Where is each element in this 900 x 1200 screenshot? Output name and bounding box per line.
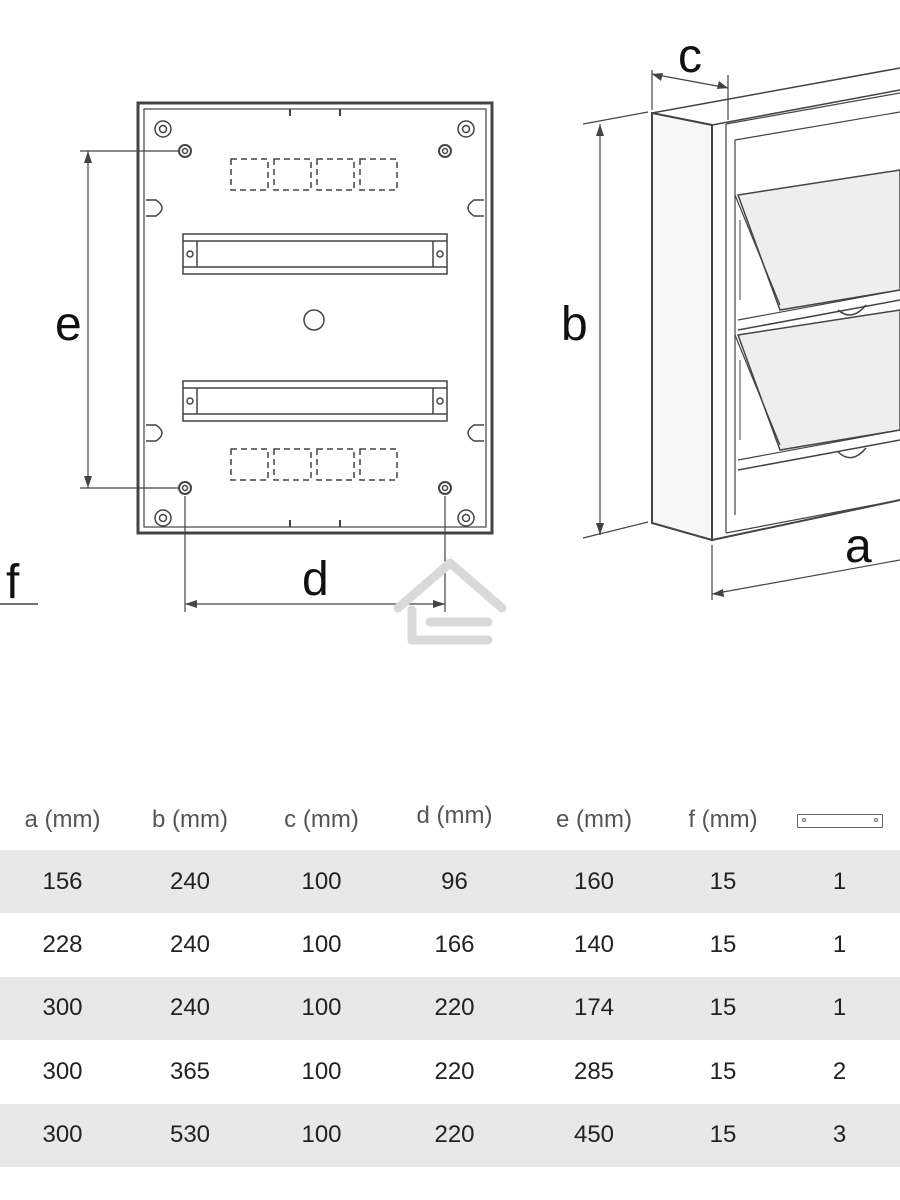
mounting-hole <box>438 144 452 158</box>
cell-e: 450 <box>521 1103 667 1167</box>
mounting-hole <box>178 144 192 158</box>
technical-drawing: e d f <box>0 30 900 645</box>
cell-f: 15 <box>709 1057 737 1085</box>
cell-a: 300 <box>0 976 125 1041</box>
table-row: 228 240 100 166 140 15 1 <box>0 913 900 976</box>
table-row: 300 240 100 220 174 15 1 <box>0 976 900 1041</box>
dimension-label-e: e <box>55 298 82 351</box>
column-header-d: d (mm) <box>416 802 493 829</box>
cell-rail-count: 1 <box>832 931 847 959</box>
cell-c: 100 <box>301 931 342 959</box>
dimension-b <box>582 111 649 539</box>
cell-rail-count: 3 <box>779 1103 900 1167</box>
cell-b: 530 <box>125 1103 255 1167</box>
cell-e: 174 <box>521 976 667 1041</box>
cell-a: 300 <box>0 1103 125 1167</box>
door-panel <box>736 169 900 311</box>
dimension-c <box>651 70 729 120</box>
dimension-label-f: f <box>6 556 20 609</box>
side-clip <box>467 424 484 442</box>
cell-c: 100 <box>301 1057 342 1085</box>
cell-a: 156 <box>0 850 125 914</box>
cell-f: 15 <box>709 931 737 959</box>
cell-rail-count: 1 <box>779 850 900 914</box>
side-clip <box>467 199 484 217</box>
cell-b: 240 <box>169 931 211 959</box>
mounting-hole <box>178 481 192 495</box>
cell-f: 15 <box>667 1103 779 1167</box>
front-view <box>136 101 494 535</box>
din-rail-icon <box>796 813 883 828</box>
corner-screw <box>154 509 172 527</box>
dimension-a <box>711 545 900 600</box>
cell-rail-count: 2 <box>832 1057 847 1085</box>
cell-c: 100 <box>255 1103 388 1167</box>
cell-a: 300 <box>42 1057 83 1085</box>
table-row: 300 530 100 220 450 15 3 <box>0 1103 900 1167</box>
cable-knockouts-bottom <box>230 448 398 481</box>
dimension-label-d: d <box>302 553 329 606</box>
cell-d: 220 <box>388 976 521 1041</box>
dimension-label-a: a <box>845 520 872 573</box>
door-panel <box>736 309 900 451</box>
cell-c: 100 <box>255 850 388 914</box>
corner-screw <box>457 509 475 527</box>
corner-screw <box>457 120 475 138</box>
perspective-view <box>651 67 900 542</box>
column-header-rail-count <box>779 790 900 850</box>
enclosure-inner-outline <box>143 108 487 528</box>
dimension-label-c: c <box>678 30 702 83</box>
dimension-e <box>80 150 178 489</box>
column-header-c: c (mm) <box>284 806 359 833</box>
dimensions-table: a (mm) b (mm) c (mm) d (mm) e (mm) f (mm… <box>0 790 900 1167</box>
table-row: 300 365 100 220 285 15 2 <box>0 1040 900 1103</box>
watermark-logo <box>393 558 507 645</box>
cable-knockouts-top <box>230 158 398 191</box>
cell-b: 365 <box>169 1057 211 1085</box>
column-header-f: f (mm) <box>688 806 758 833</box>
cell-f: 15 <box>667 850 779 914</box>
cell-b: 240 <box>125 850 255 914</box>
column-header-a: a (mm) <box>24 806 101 833</box>
cell-b: 240 <box>125 976 255 1041</box>
cell-a: 228 <box>42 931 83 959</box>
cell-e: 160 <box>521 850 667 914</box>
dimension-label-b: b <box>561 298 588 351</box>
din-rail <box>182 380 448 422</box>
mounting-hole <box>438 481 452 495</box>
cell-f: 15 <box>667 976 779 1041</box>
table-header-row: a (mm) b (mm) c (mm) d (mm) e (mm) f (mm… <box>0 790 900 850</box>
cell-e: 140 <box>573 931 615 959</box>
din-rail <box>182 233 448 275</box>
cell-rail-count: 1 <box>779 976 900 1041</box>
center-hole <box>303 309 325 331</box>
table-row: 156 240 100 96 160 15 1 <box>0 850 900 914</box>
cell-d: 220 <box>434 1057 475 1085</box>
enclosure-outline <box>136 101 494 535</box>
enclosure-side <box>651 111 713 542</box>
cell-d: 220 <box>388 1103 521 1167</box>
column-header-e: e (mm) <box>556 806 632 833</box>
cell-d: 96 <box>388 850 521 914</box>
side-clip <box>146 424 163 442</box>
cell-c: 100 <box>255 976 388 1041</box>
column-header-b: b (mm) <box>152 806 228 833</box>
cell-d: 166 <box>434 931 475 959</box>
cell-e: 285 <box>573 1057 615 1085</box>
side-clip <box>146 199 163 217</box>
corner-screw <box>154 120 172 138</box>
